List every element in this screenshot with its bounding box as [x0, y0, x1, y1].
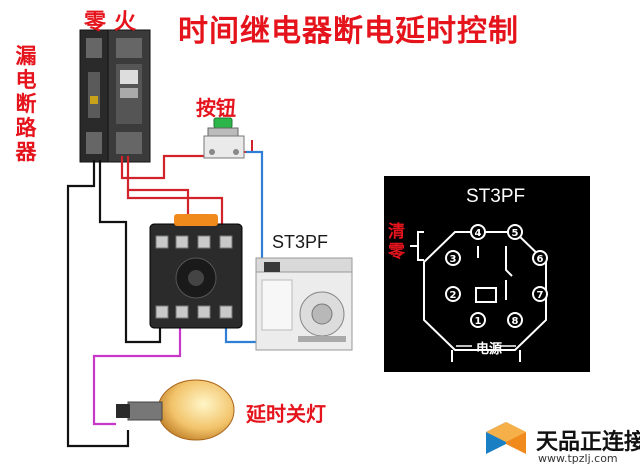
breaker-label-char: 电 [15, 68, 37, 92]
circuit-breaker [79, 29, 151, 163]
pin-number: 1 [475, 316, 482, 327]
pin-circle [470, 224, 486, 240]
clear-label-char: 零 [388, 242, 405, 262]
pinout-panel [384, 176, 590, 372]
pin-circle [445, 250, 461, 266]
wire-neutral-relay [98, 160, 162, 344]
pin-number: 5 [512, 228, 519, 239]
relay-base [149, 214, 243, 329]
live-label: 火 [114, 10, 137, 35]
wire-live-button [120, 154, 206, 180]
pin-circle [507, 224, 523, 240]
pin-circle [532, 250, 548, 266]
relay-model-label: ST3PF [272, 232, 329, 252]
power-label: 电源 [476, 342, 503, 357]
wire-live-relay [126, 156, 190, 232]
pin-circle [445, 286, 461, 302]
pinout-model-label: ST3PF [466, 186, 526, 207]
pin-number: 6 [537, 254, 544, 265]
wire-live-relay-2 [126, 190, 224, 232]
pin-circle [507, 312, 523, 328]
breaker-label-char: 路 [15, 116, 37, 140]
breaker-label-char: 漏 [15, 44, 37, 68]
pin-number: 8 [512, 316, 519, 327]
breaker-label-char: 器 [15, 140, 37, 164]
pin-number: 7 [537, 290, 544, 301]
pin-number: 2 [450, 290, 457, 301]
pin-number: 4 [475, 228, 482, 239]
diagram-title: 时间继电器断电延时控制 [178, 14, 519, 49]
st3pf-relay [255, 257, 353, 351]
wire-pink [92, 326, 182, 426]
lamp-label: 延时关灯 [246, 402, 326, 426]
pin-number: 3 [450, 254, 457, 265]
watermark-text: 天品正连接 [536, 430, 640, 455]
button-label: 按钮 [196, 96, 236, 120]
clear-label-char: 清 [388, 222, 405, 242]
watermark-logo-icon [486, 422, 526, 454]
clear-label: 清 零 [388, 222, 408, 262]
pin-circle [532, 286, 548, 302]
breaker-label-char: 断 [15, 92, 37, 116]
neutral-label: 零 [84, 10, 107, 35]
push-button [203, 117, 245, 159]
pin-circle [470, 312, 486, 328]
wire-neutral-left [66, 160, 130, 448]
lamp [116, 379, 235, 441]
breaker-label: 漏 电 断 路 器 [12, 44, 40, 164]
watermark-url: www.tpzlj.com [538, 452, 618, 465]
